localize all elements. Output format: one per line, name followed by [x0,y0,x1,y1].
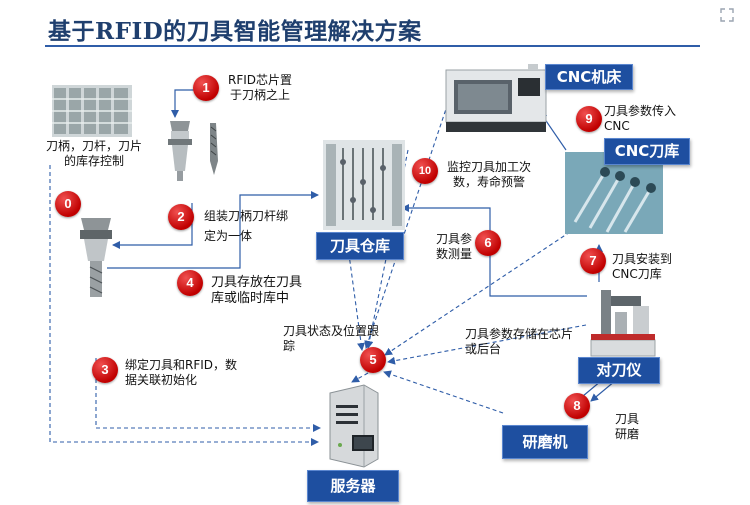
step-3-badge: 3 [92,357,118,383]
step-7-badge: 7 [580,248,606,274]
tool-holder-image [168,121,218,181]
step-6-text: 刀具参数测量 [436,232,473,261]
grinder-label: 研磨机 [502,425,588,459]
step-4-badge: 4 [177,270,203,296]
server-image [329,384,379,468]
step-6-badge: 6 [475,230,501,256]
step-0-text: 刀柄，刀杆，刀片的库存控制 [45,139,142,168]
server-label: 服务器 [307,470,399,502]
cnc-magazine-label: CNC刀库 [604,138,690,165]
step-3-text: 绑定刀具和RFID，数据关联初始化 [125,358,238,387]
parameter-storage-text: 刀具参数存储在芯片或后台 [465,327,574,356]
step-8-text: 刀具研磨 [615,412,640,441]
assembled-tool-image [80,218,112,297]
step-4-text: 刀具存放在刀具库或临时库中 [211,275,303,306]
step-5-badge: 5 [360,347,386,373]
tool-warehouse-image [323,140,405,230]
cnc-machine-label: CNC机床 [545,64,633,90]
step-1-badge: 1 [193,75,219,101]
step-7-text: 刀具安装到CNC刀库 [612,252,673,281]
step-10-badge: 10 [412,158,438,184]
step-10-text: 监控刀具加工次数，寿命预警 [446,160,531,189]
cnc-machine-image [445,64,547,132]
title-underline [45,45,700,47]
step-2-badge: 2 [168,204,194,230]
cnc-magazine-image [565,152,663,234]
step-5-text: 刀具状态及位置跟踪 [283,324,380,353]
expand-icon[interactable] [720,8,734,22]
tool-warehouse-label: 刀具仓库 [316,232,404,260]
step-0-badge: 0 [55,191,81,217]
page-title: 基于RFID的刀具智能管理解决方案 [48,18,422,45]
step-1-text: RFID芯片置于刀柄之上 [227,73,293,102]
presetter-image [590,290,656,357]
step-8-badge: 8 [564,393,590,419]
step-2-text: 组装刀柄刀杆绑定为一体 [204,209,289,243]
presetter-label: 对刀仪 [578,357,660,384]
step-9-text: 刀具参数传入CNC [604,104,677,133]
step-9-badge: 9 [576,106,602,132]
tool-rack-image [52,85,132,137]
